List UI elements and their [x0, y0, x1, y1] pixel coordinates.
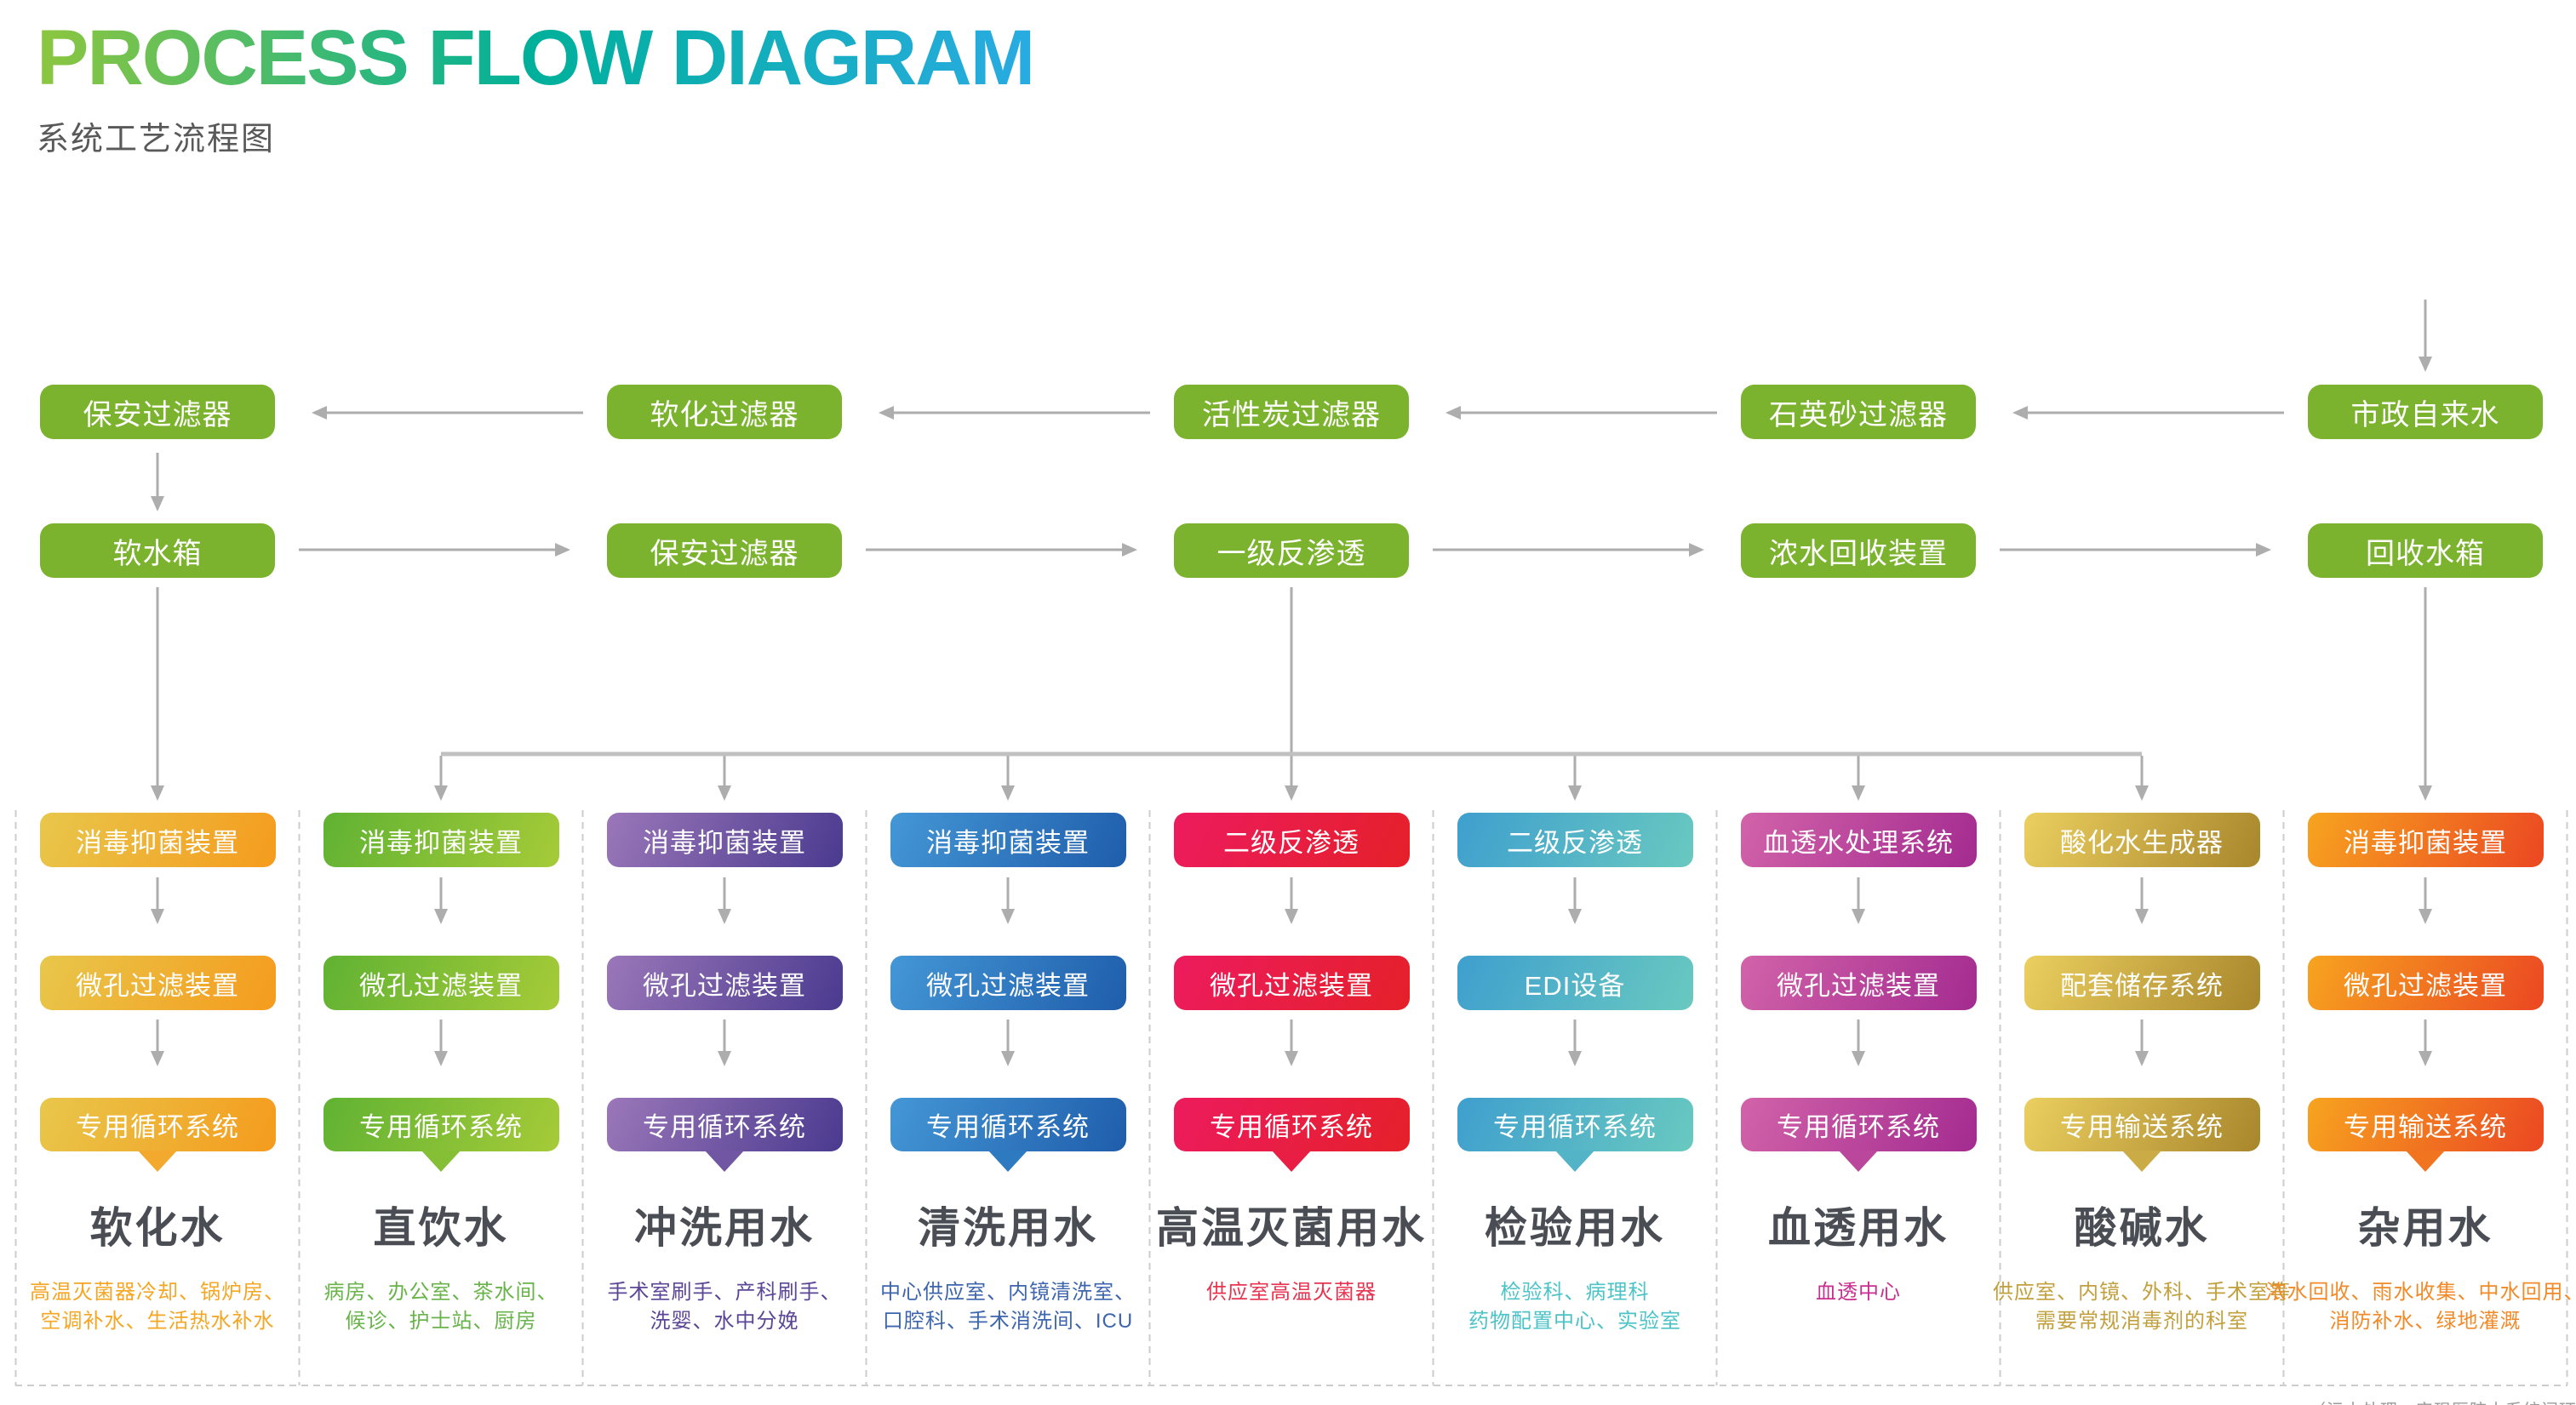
page-subtitle: 系统工艺流程图 [37, 122, 276, 157]
process-box: 专用循环系统 [1173, 1098, 1410, 1151]
process-box: 专用输送系统 [2307, 1098, 2544, 1151]
process-box: 消毒抑菌装置 [39, 813, 276, 867]
process-box: 专用输送系统 [2024, 1098, 2260, 1151]
column-high-temp-sterilization-water: 二级反渗透 微孔过滤装置 专用循环系统 高温灭菌用水 供应室高温灭菌器 [1150, 813, 1434, 1405]
water-type-desc: 手术室刷手、产科刷手、洗婴、水中分娩 [607, 1281, 842, 1333]
process-box: 微孔过滤装置 [890, 956, 1126, 1010]
water-type-desc: 病房、办公室、茶水间、候诊、护士站、厨房 [323, 1281, 558, 1333]
bubble-tail [2121, 1151, 2161, 1172]
process-box: 专用循环系统 [323, 1098, 559, 1151]
water-type-title: 软化水 [89, 1204, 226, 1252]
process-box: 微孔过滤装置 [606, 956, 843, 1010]
bubble-tail [704, 1151, 744, 1172]
process-box: 专用循环系统 [1740, 1098, 1977, 1151]
water-type-desc: 供应室、内镜、外科、手术室等需要常规消毒剂的科室 [1993, 1281, 2291, 1333]
process-box: 消毒抑菌装置 [890, 813, 1126, 867]
process-box: 微孔过滤装置 [1173, 956, 1410, 1010]
water-type-title: 杂用水 [2357, 1204, 2493, 1252]
process-box: 血透水处理系统 [1740, 813, 1977, 867]
column-softened-water: 消毒抑菌装置 微孔过滤装置 专用循环系统 软化水 高温灭菌器冷却、锅炉房、空调补… [16, 813, 300, 1405]
water-type-desc: 中心供应室、内镜清洗室、口腔科、手术消洗间、ICU [880, 1281, 1136, 1333]
column-flushing-water: 消毒抑菌装置 微孔过滤装置 专用循环系统 冲洗用水 手术室刷手、产科刷手、洗婴、… [583, 813, 867, 1405]
process-box: 专用循环系统 [1457, 1098, 1693, 1151]
bubble-tail [1838, 1151, 1878, 1172]
process-box: 微孔过滤装置 [323, 956, 559, 1010]
water-type-title: 高温灭菌用水 [1156, 1204, 1427, 1252]
water-type-title: 检验用水 [1485, 1204, 1665, 1252]
footer-note: （污水处理，实现医院水系统闭环） [2309, 1396, 2576, 1405]
bubble-tail [987, 1151, 1028, 1172]
bubble-tail [1554, 1151, 1594, 1172]
column-acid-alkaline-water: 酸化水生成器 配套储存系统 专用输送系统 酸碱水 供应室、内镜、外科、手术室等需… [1993, 813, 2291, 1405]
column-cleaning-water: 消毒抑菌装置 微孔过滤装置 专用循环系统 清洗用水 中心供应室、内镜清洗室、口腔… [867, 813, 1150, 1405]
water-type-desc: 血透中心 [1816, 1281, 1901, 1304]
water-type-desc: 供应室高温灭菌器 [1206, 1281, 1377, 1304]
water-type-title: 血透用水 [1768, 1204, 1949, 1252]
node-concentrate-recovery: 浓水回收装置 [1741, 523, 1976, 578]
process-box: 专用循环系统 [890, 1098, 1126, 1151]
process-box: 微孔过滤装置 [39, 956, 276, 1010]
column-laboratory-water: 二级反渗透 EDI设备 专用循环系统 检验用水 检验科、病理科药物配置中心、实验… [1434, 813, 1717, 1405]
water-type-desc: 浓水回收、雨水收集、中水回用、消防补水、绿地灌溉 [2265, 1281, 2576, 1333]
node-activated-carbon-filter: 活性炭过滤器 [1174, 385, 1409, 439]
process-box: 微孔过滤装置 [1740, 956, 1977, 1010]
node-soft-water-tank: 软水箱 [40, 523, 275, 578]
process-box: 专用循环系统 [39, 1098, 276, 1151]
column-hemodialysis-water: 血透水处理系统 微孔过滤装置 专用循环系统 血透用水 血透中心 [1717, 813, 2001, 1405]
node-quartz-sand-filter: 石英砂过滤器 [1741, 385, 1976, 439]
process-box: 消毒抑菌装置 [2307, 813, 2544, 867]
node-recycled-water-tank: 回收水箱 [2308, 523, 2543, 578]
water-type-desc: 检验科、病理科药物配置中心、实验室 [1468, 1281, 1681, 1333]
bubble-tail [2405, 1151, 2445, 1172]
process-box: 消毒抑菌装置 [606, 813, 843, 867]
bubble-tail [1271, 1151, 1311, 1172]
process-box: 二级反渗透 [1173, 813, 1410, 867]
node-softening-filter: 软化过滤器 [607, 385, 842, 439]
process-box: 二级反渗透 [1457, 813, 1693, 867]
bubble-tail [421, 1151, 461, 1172]
column-direct-drinking-water: 消毒抑菌装置 微孔过滤装置 专用循环系统 直饮水 病房、办公室、茶水间、候诊、护… [300, 813, 583, 1405]
process-box: 专用循环系统 [606, 1098, 843, 1151]
node-municipal-tap-water: 市政自来水 [2308, 385, 2543, 439]
page-title: PROCESS FLOW DIAGRAM [37, 14, 1035, 101]
process-box: EDI设备 [1457, 956, 1693, 1010]
process-box: 消毒抑菌装置 [323, 813, 559, 867]
water-type-desc: 高温灭菌器冷却、锅炉房、空调补水、生活热水补水 [30, 1281, 285, 1333]
water-type-title: 酸碱水 [2074, 1204, 2210, 1252]
column-miscellaneous-water: 消毒抑菌装置 微孔过滤装置 专用输送系统 杂用水 浓水回收、雨水收集、中水回用、… [2265, 813, 2576, 1405]
water-type-title: 直饮水 [373, 1204, 509, 1252]
process-box: 微孔过滤装置 [2307, 956, 2544, 1010]
header: PROCESS FLOW DIAGRAM 系统工艺流程图 [37, 14, 1035, 159]
node-first-stage-ro: 一级反渗透 [1174, 523, 1409, 578]
water-type-title: 清洗用水 [918, 1204, 1098, 1252]
node-security-filter: 保安过滤器 [40, 385, 275, 439]
process-box: 酸化水生成器 [2024, 813, 2260, 867]
bubble-tail [137, 1151, 177, 1172]
water-type-title: 冲洗用水 [634, 1204, 815, 1252]
node-security-filter-2: 保安过滤器 [607, 523, 842, 578]
process-box: 配套储存系统 [2024, 956, 2260, 1010]
